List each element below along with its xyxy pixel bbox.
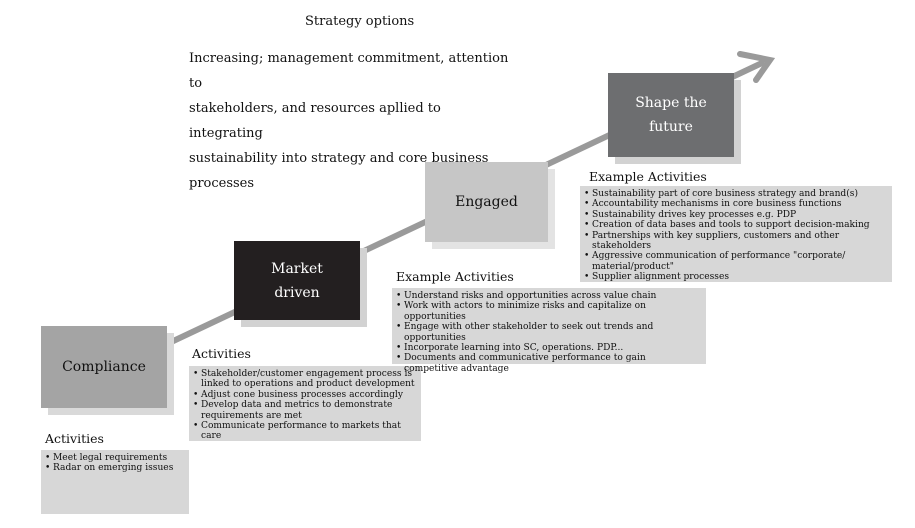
stage-label-line: driven bbox=[274, 284, 320, 301]
list-item: Supplier alignment processes bbox=[584, 272, 888, 283]
stage-label: Engaged bbox=[455, 194, 518, 210]
list-item: Meet legal requirements bbox=[45, 453, 185, 464]
list-item: Work with actors to minimize risks and c… bbox=[396, 301, 702, 322]
stage-label: Compliance bbox=[62, 359, 146, 375]
stage-market-driven: Market driven bbox=[234, 241, 360, 320]
shape-future-activities-heading: Example Activities bbox=[589, 169, 707, 184]
list-item: Aggressive communication of performance … bbox=[584, 251, 888, 272]
intro-line: sustainability into strategy and core bu… bbox=[189, 151, 489, 166]
shape-future-activities-list: Sustainability part of core business str… bbox=[580, 186, 892, 283]
list-item: Engage with other stakeholder to seek ou… bbox=[396, 322, 702, 343]
list-item: Adjust cone business processes according… bbox=[193, 390, 417, 401]
intro-line: Increasing; management commitment, atten… bbox=[189, 51, 509, 91]
intro-line: processes bbox=[189, 176, 255, 191]
market-driven-activities-heading: Activities bbox=[192, 346, 251, 361]
engaged-activities-list: Understand risks and opportunities acros… bbox=[392, 288, 706, 374]
diagram-title: Strategy options bbox=[305, 14, 415, 29]
stage-label-line: Market bbox=[271, 260, 323, 277]
stage-label-line: future bbox=[649, 119, 693, 135]
stage-label-line: Shape the bbox=[635, 95, 707, 111]
list-item: Creation of data bases and tools to supp… bbox=[584, 220, 888, 231]
arrow-head-icon bbox=[737, 51, 776, 83]
list-item: Accountability mechanisms in core busine… bbox=[584, 199, 888, 210]
compliance-activities-heading: Activities bbox=[45, 431, 104, 446]
list-item: Radar on emerging issues bbox=[45, 463, 185, 474]
intro-line: stakeholders, and resources apllied to i… bbox=[189, 101, 441, 141]
list-item: Communicate performance to markets that … bbox=[193, 421, 417, 442]
list-item: Documents and communicative performance … bbox=[396, 353, 702, 374]
list-item: Incorporate learning into SC, operations… bbox=[396, 343, 702, 354]
list-item: Develop data and metrics to demonstrate … bbox=[193, 400, 417, 421]
compliance-activities-list: Meet legal requirements Radar on emergin… bbox=[41, 450, 189, 514]
stage-compliance: Compliance bbox=[41, 326, 167, 408]
list-item: Sustainability drives key processes e.g.… bbox=[584, 210, 888, 221]
stage-shape-the-future: Shape the future bbox=[608, 73, 734, 157]
intro-text: Increasing; management commitment, atten… bbox=[189, 46, 509, 196]
stage-engaged: Engaged bbox=[425, 162, 548, 242]
list-item: Partnerships with key suppliers, custome… bbox=[584, 231, 888, 252]
list-item: Understand risks and opportunities acros… bbox=[396, 291, 702, 302]
market-driven-activities-list: Stakeholder/customer engagement process … bbox=[189, 366, 421, 441]
list-item: Stakeholder/customer engagement process … bbox=[193, 369, 417, 390]
engaged-activities-heading: Example Activities bbox=[396, 269, 514, 284]
list-item: Sustainability part of core business str… bbox=[584, 189, 888, 200]
